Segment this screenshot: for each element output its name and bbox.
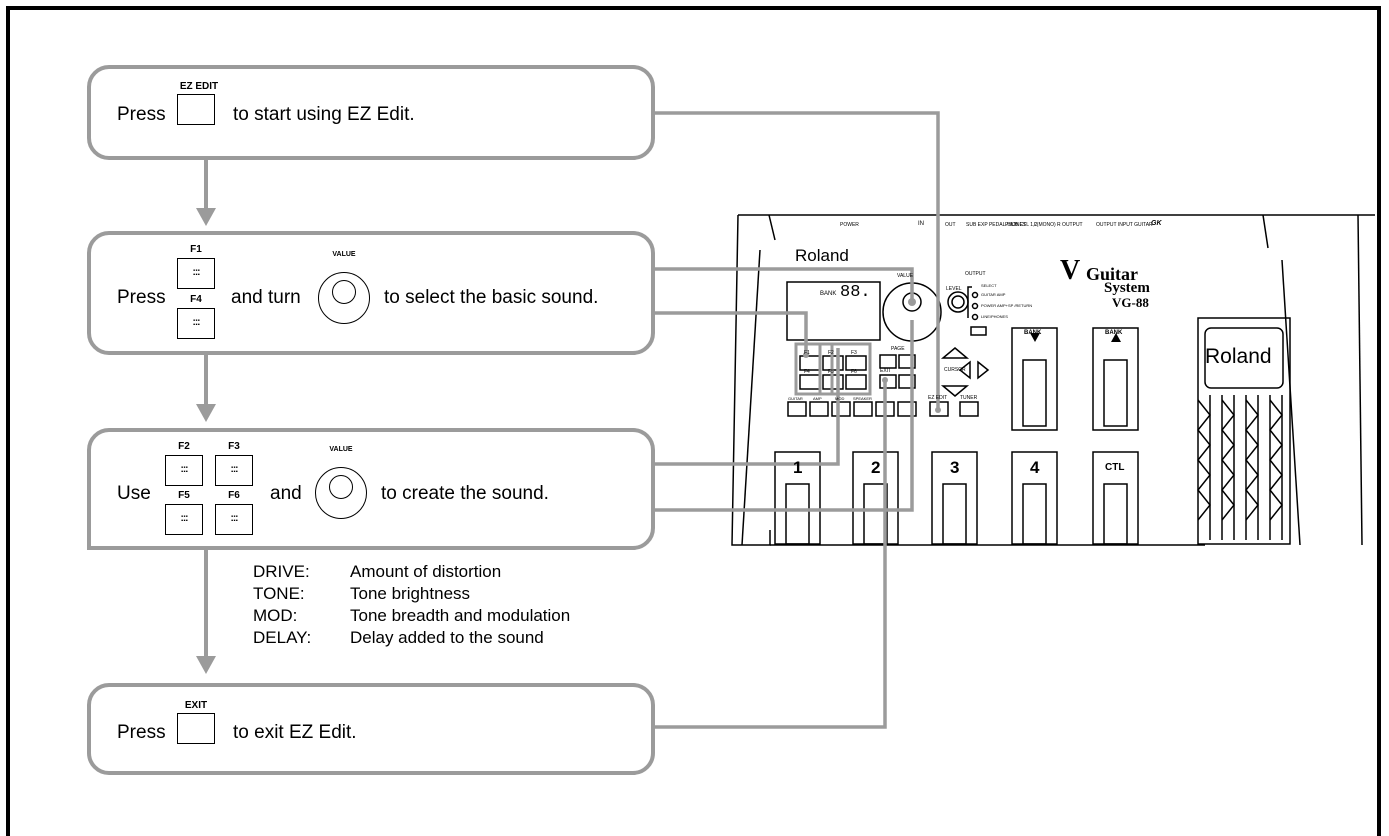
cat-speaker: SPEAKER [853,396,872,401]
device-exit-label: EXIT [880,368,892,374]
step-4-box [87,683,655,775]
pedal-1-label: 1 [793,458,803,477]
f4-button-icon [177,308,215,339]
f2-button-icon [165,455,203,486]
desc-delay-value: Delay added to the sound [350,628,544,647]
value-caption-2: VALUE [329,446,353,453]
top-gk: GK [1151,220,1162,227]
out-guitar-amp: GUITAR AMP [981,292,1006,297]
device-page-label: PAGE [891,346,905,352]
step-1-text: to start using EZ Edit. [233,104,415,125]
step-4-press: Press [117,722,166,743]
cat-mod: MOD [835,396,845,401]
f5-caption: F5 [178,490,190,501]
flow-arrows [196,159,216,674]
top-sub: SUB EXP PEDAL /SUB CTL 1,2 [966,222,1038,228]
desc-mod: MOD: Tone breadth and modulation [253,605,570,627]
value-dial-icon [318,272,370,324]
f6-button-icon [215,504,253,535]
f2-caption: F2 [178,441,190,452]
top-output-input: OUTPUT INPUT GUITAR [1096,222,1153,228]
device-select-label: SELECT [981,283,997,288]
desc-mod-value: Tone breadth and modulation [350,606,571,625]
param-descriptions: DRIVE: Amount of distortion TONE: Tone bri… [253,561,570,649]
model-guitar: Guitar [1086,264,1138,284]
f6-caption: F6 [228,490,240,501]
step-4-text: to exit EZ Edit. [233,722,357,743]
desc-drive: DRIVE: Amount of distortion [253,561,570,583]
f1-button-icon [177,258,215,289]
step-2-text: to select the basic sound. [384,287,599,308]
top-phones: PHONES [1005,222,1027,228]
f1-caption: F1 [190,244,202,255]
device-output-label: OUTPUT [965,271,986,277]
desc-tone-key: TONE: [253,584,305,603]
step-1-press: Press [117,104,166,125]
vg88-device [731,214,1375,546]
top-lmono: L(MONO) R OUTPUT [1034,222,1083,228]
f3-caption: F3 [228,441,240,452]
desc-delay: DELAY: Delay added to the sound [253,627,570,649]
value-caption-1: VALUE [332,251,356,258]
desc-delay-key: DELAY: [253,628,312,647]
bank-up-label: BANK [1105,330,1123,336]
device-fkey-2: F2 [828,350,834,356]
bank-down-label: BANK [1024,330,1042,336]
out-power-amp: POWER AMP+SP /RETURN [981,303,1033,308]
desc-drive-key: DRIVE: [253,562,310,581]
display-digits: 88. [840,283,871,302]
display-bank: BANK [820,291,837,297]
model-system: System [1104,280,1150,296]
top-in: IN [918,221,924,227]
exit-caption: EXIT [184,700,208,711]
device-fkey-6: F6 [851,369,857,375]
cat-amp: AMP [813,396,822,401]
ez-edit-button-icon [177,94,215,125]
cat-guitar: GUITAR [788,396,803,401]
device-cursor-label: CURSOR [944,367,966,373]
pedal-4-label: 4 [1030,458,1040,477]
model-number: VG-88 [1112,295,1149,310]
pedal-brand: Roland [1205,345,1272,368]
exit-button-icon [177,713,215,744]
f5-button-icon [165,504,203,535]
ez-edit-caption: EZ EDIT [179,81,219,92]
device-brand: Roland [795,246,849,265]
device-fkey-4: F4 [804,369,810,375]
f4-caption: F4 [190,294,202,305]
figure-frame [6,6,1381,836]
step-3-use: Use [117,483,151,504]
desc-tone-value: Tone brightness [350,584,471,603]
device-fkey-5: F5 [828,369,834,375]
device-tuner-label: TUNER [960,395,978,401]
step-3-text: to create the sound. [381,483,549,504]
f3-button-icon [215,455,253,486]
device-level-label: LEVEL [946,286,962,292]
connector-lines [654,111,940,729]
device-value-label: VALUE [897,273,914,279]
pedal-3-label: 3 [950,458,960,477]
desc-mod-key: MOD: [253,606,298,625]
step-3-and: and [270,483,302,504]
pedal-ctl-label: CTL [1105,462,1125,473]
model-v: V [1060,255,1081,286]
top-out: OUT [945,222,956,228]
out-line: LINE/PHONES [981,314,1008,319]
desc-drive-value: Amount of distortion [350,562,502,581]
desc-tone: TONE: Tone brightness [253,583,570,605]
device-fkey-1: F1 [804,350,810,356]
device-ezedit-label: EZ EDIT [928,395,948,401]
pedal-2-label: 2 [871,458,881,477]
top-power: POWER [840,222,859,228]
device-fkey-3: F3 [851,350,857,356]
value-dial-icon [315,467,367,519]
step-2-press: Press [117,287,166,308]
step-2-and-turn: and turn [231,287,301,308]
